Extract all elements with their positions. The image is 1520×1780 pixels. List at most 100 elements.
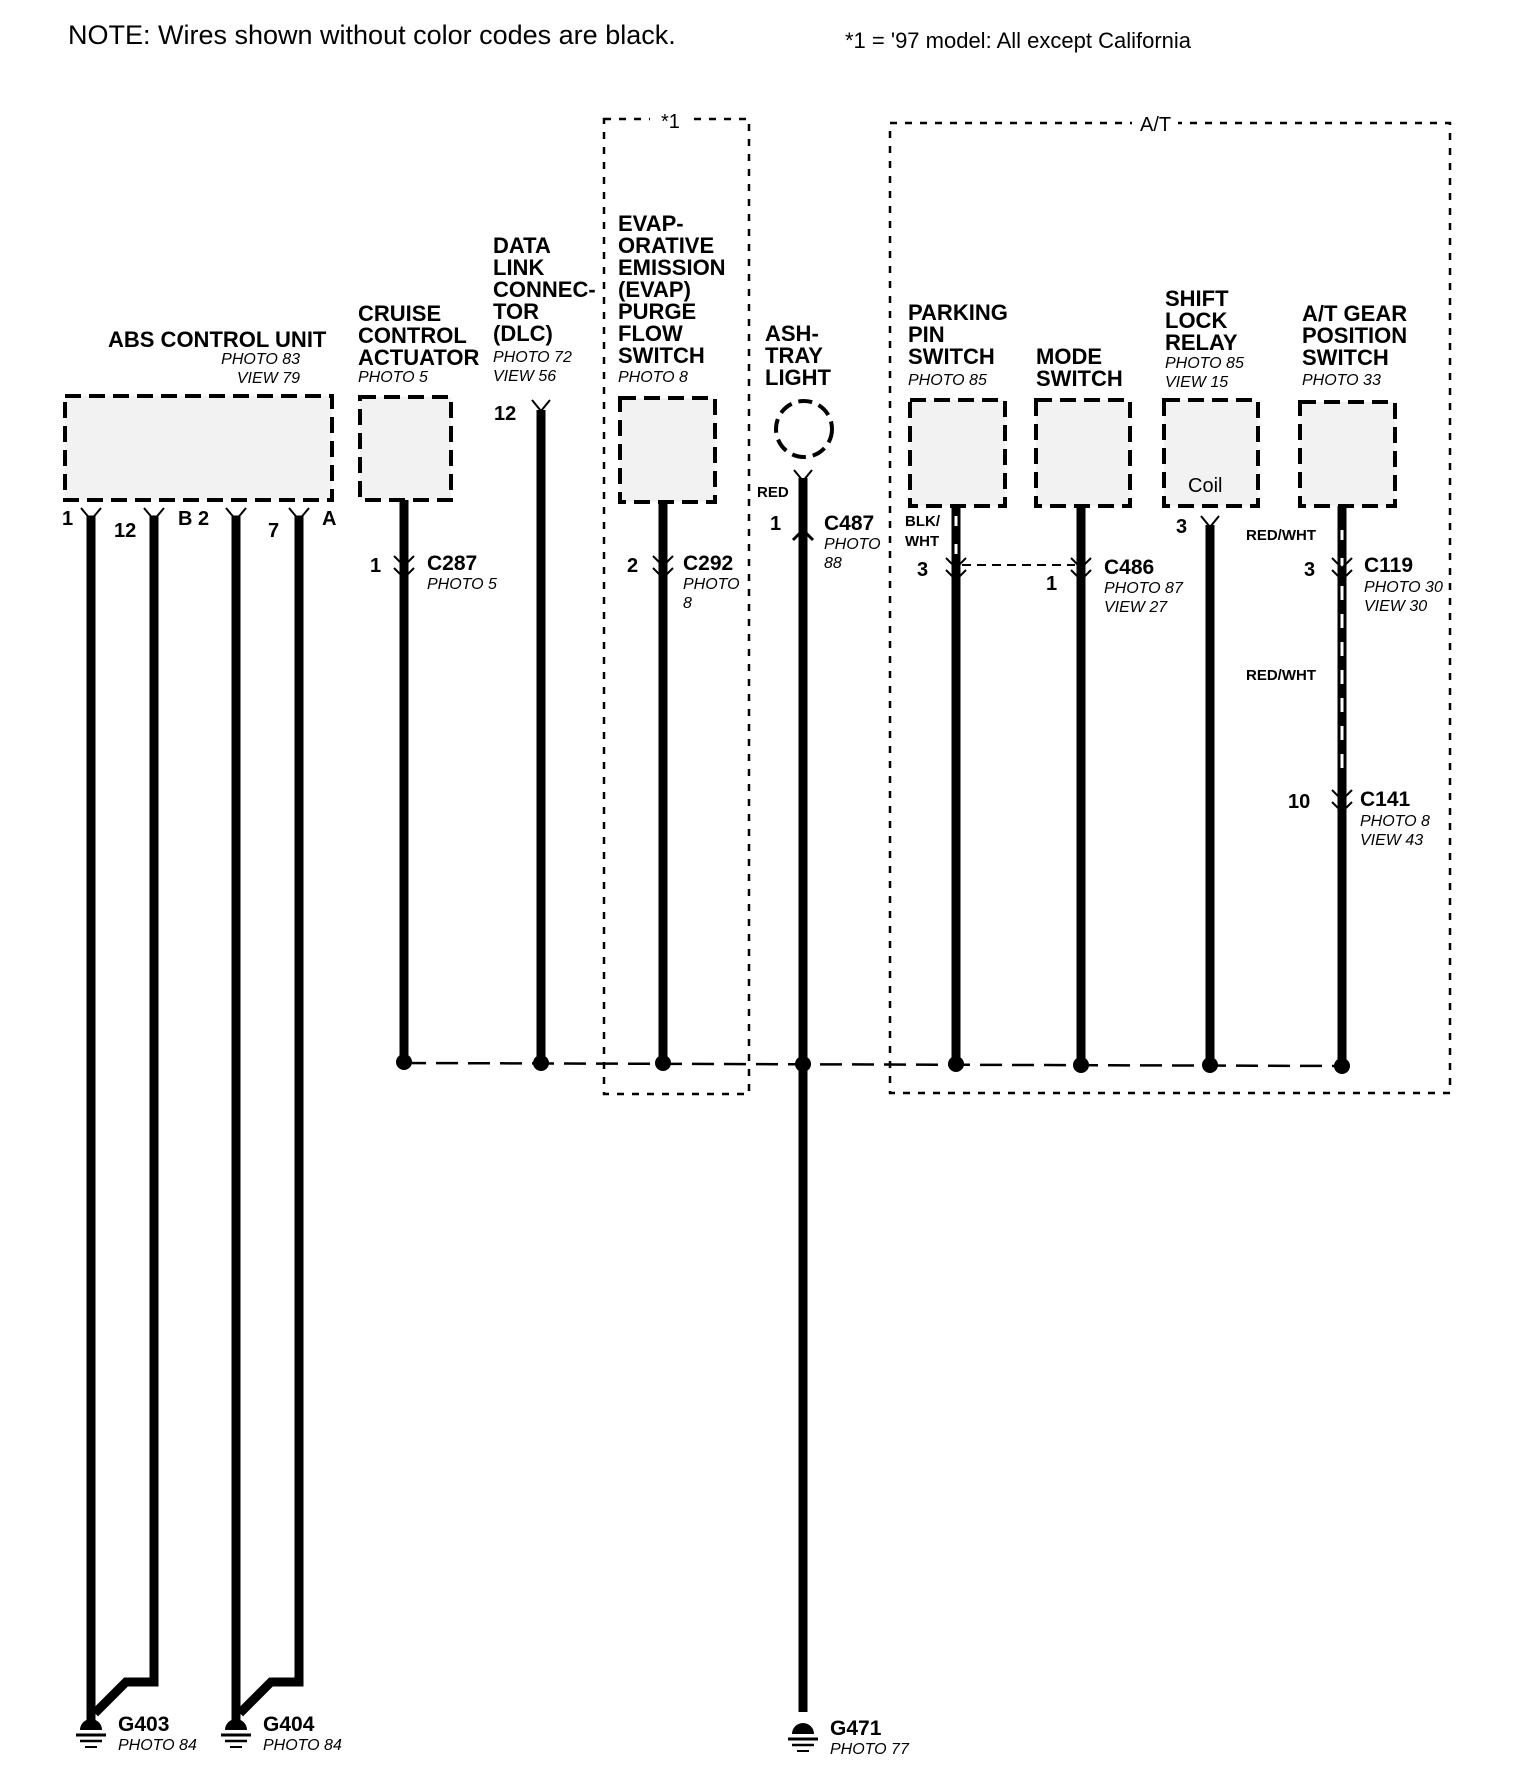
parking-name-1: PARKING (908, 300, 1008, 325)
ground-g403-id: G403 (118, 1713, 169, 1736)
evap-name-3: EMISSION (618, 255, 726, 280)
c487-pin: 1 (770, 513, 781, 535)
c486-photo: PHOTO 87 (1104, 580, 1184, 597)
c292-photo: PHOTO (683, 576, 740, 593)
mode-switch-box (1034, 398, 1132, 508)
shiftlock-name-2: LOCK (1165, 308, 1227, 333)
cruise-name-1: CRUISE (358, 301, 441, 326)
c486-pin-right: 1 (1046, 573, 1057, 595)
c119-view: VIEW 30 (1364, 598, 1427, 615)
c486-id: C486 (1104, 556, 1154, 579)
abs-photo: PHOTO 83 (221, 351, 300, 368)
dlc-photo: PHOTO 72 (493, 349, 572, 366)
c292-photo-num: 8 (683, 595, 692, 612)
wire-color-blk: BLK/ (905, 513, 941, 530)
shift-lock-relay-box (1162, 398, 1260, 508)
dlc-name-2: LINK (493, 255, 544, 280)
evap-name-7: SWITCH (618, 343, 705, 368)
c292-connector-symbol (652, 555, 674, 580)
parking-name-2: PIN (908, 322, 945, 347)
c141-id: C141 (1360, 788, 1411, 811)
ground-g404-photo: PHOTO 84 (263, 1737, 342, 1754)
abs-pin-a: A (322, 508, 336, 530)
atgear-name-1: A/T GEAR (1302, 301, 1407, 326)
abs-pin-b2: B 2 (178, 508, 209, 530)
evap-name-1: EVAP- (618, 211, 684, 236)
parking-name-3: SWITCH (908, 344, 995, 369)
c486-pin-left: 3 (917, 559, 928, 581)
c287-photo: PHOTO 5 (427, 576, 497, 593)
footnote-text: *1 = '97 model: All except California (845, 28, 1192, 53)
c119-pin: 3 (1304, 559, 1315, 581)
ground-g404-id: G404 (263, 1713, 315, 1736)
dlc-name-3: CONNEC- (493, 277, 596, 302)
splice-points (396, 1054, 1350, 1074)
dlc-view: VIEW 56 (493, 368, 556, 385)
mode-name-1: MODE (1036, 344, 1102, 369)
at-group-label: A/T (1140, 114, 1171, 136)
abs-control-unit-box (63, 394, 334, 502)
c119-connector-symbol (1331, 557, 1353, 582)
parking-pin-switch-box (908, 398, 1007, 508)
wire-color-red: RED (757, 484, 789, 501)
ground-g471-photo: PHOTO 77 (830, 1741, 910, 1758)
atgear-name-2: POSITION (1302, 323, 1407, 348)
abs-wire-pin7 (236, 515, 304, 1717)
c486-connector-symbol (945, 557, 1092, 582)
c141-pin: 10 (1288, 791, 1310, 813)
abs-wire-pin12 (91, 515, 159, 1717)
mode-name-2: SWITCH (1036, 366, 1123, 391)
evap-name-2: ORATIVE (618, 233, 714, 258)
shiftlock-name-1: SHIFT (1165, 286, 1229, 311)
c292-pin: 2 (627, 555, 638, 577)
abs-pin-12: 12 (114, 520, 136, 542)
ashtray-name-2: TRAY (765, 343, 823, 368)
shiftlock-name-3: RELAY (1165, 330, 1238, 355)
c292-id: C292 (683, 552, 733, 575)
c487-photo: PHOTO (824, 536, 881, 553)
ashtray-name-1: ASH- (765, 321, 819, 346)
c487-id: C487 (824, 512, 874, 535)
ground-symbol-g404 (221, 1719, 251, 1748)
shiftlock-photo: PHOTO 85 (1165, 355, 1244, 372)
parking-photo: PHOTO 85 (908, 372, 987, 389)
abs-view: VIEW 79 (237, 370, 300, 387)
note-text: NOTE: Wires shown without color codes ar… (68, 20, 676, 50)
evap-switch-box (618, 396, 717, 504)
cruise-photo: PHOTO 5 (358, 369, 428, 386)
wire-color-wht: WHT (905, 533, 939, 550)
c119-photo: PHOTO 30 (1364, 579, 1443, 596)
at-gear-position-switch-box (1298, 400, 1397, 508)
abs-pin-7: 7 (268, 520, 279, 542)
shiftlock-coil-label: Coil (1188, 475, 1222, 497)
c141-photo: PHOTO 8 (1360, 813, 1430, 830)
dlc-name-1: DATA (493, 233, 551, 258)
wire-color-red-wht-2: RED/WHT (1246, 667, 1316, 684)
evap-photo: PHOTO 8 (618, 369, 688, 386)
c287-connector-symbol (393, 555, 415, 580)
c287-pin: 1 (370, 555, 381, 577)
cruise-actuator-box (358, 395, 453, 502)
dlc-name-5: (DLC) (493, 321, 553, 346)
ashtray-light-bulb (774, 399, 834, 459)
ground-symbol-g471 (788, 1723, 818, 1752)
ground-g403-photo: PHOTO 84 (118, 1737, 197, 1754)
cruise-name-2: CONTROL (358, 323, 467, 348)
c119-id: C119 (1364, 554, 1413, 577)
shiftlock-pin: 3 (1176, 516, 1187, 538)
dlc-name-4: TOR (493, 299, 539, 324)
dlc-pin: 12 (494, 403, 516, 425)
abs-name: ABS CONTROL UNIT (108, 327, 327, 352)
c487-photo-num: 88 (824, 555, 842, 572)
evap-group-label: *1 (661, 111, 680, 133)
cruise-name-3: ACTUATOR (358, 345, 480, 370)
ashtray-name-3: LIGHT (765, 365, 832, 390)
evap-name-5: PURGE (618, 299, 696, 324)
wire-color-red-wht-1: RED/WHT (1246, 527, 1316, 544)
evap-name-4: (EVAP) (618, 277, 691, 302)
c141-view: VIEW 43 (1360, 832, 1423, 849)
atgear-photo: PHOTO 33 (1302, 372, 1381, 389)
evap-name-6: FLOW (618, 321, 683, 346)
abs-pin-1: 1 (62, 508, 73, 530)
